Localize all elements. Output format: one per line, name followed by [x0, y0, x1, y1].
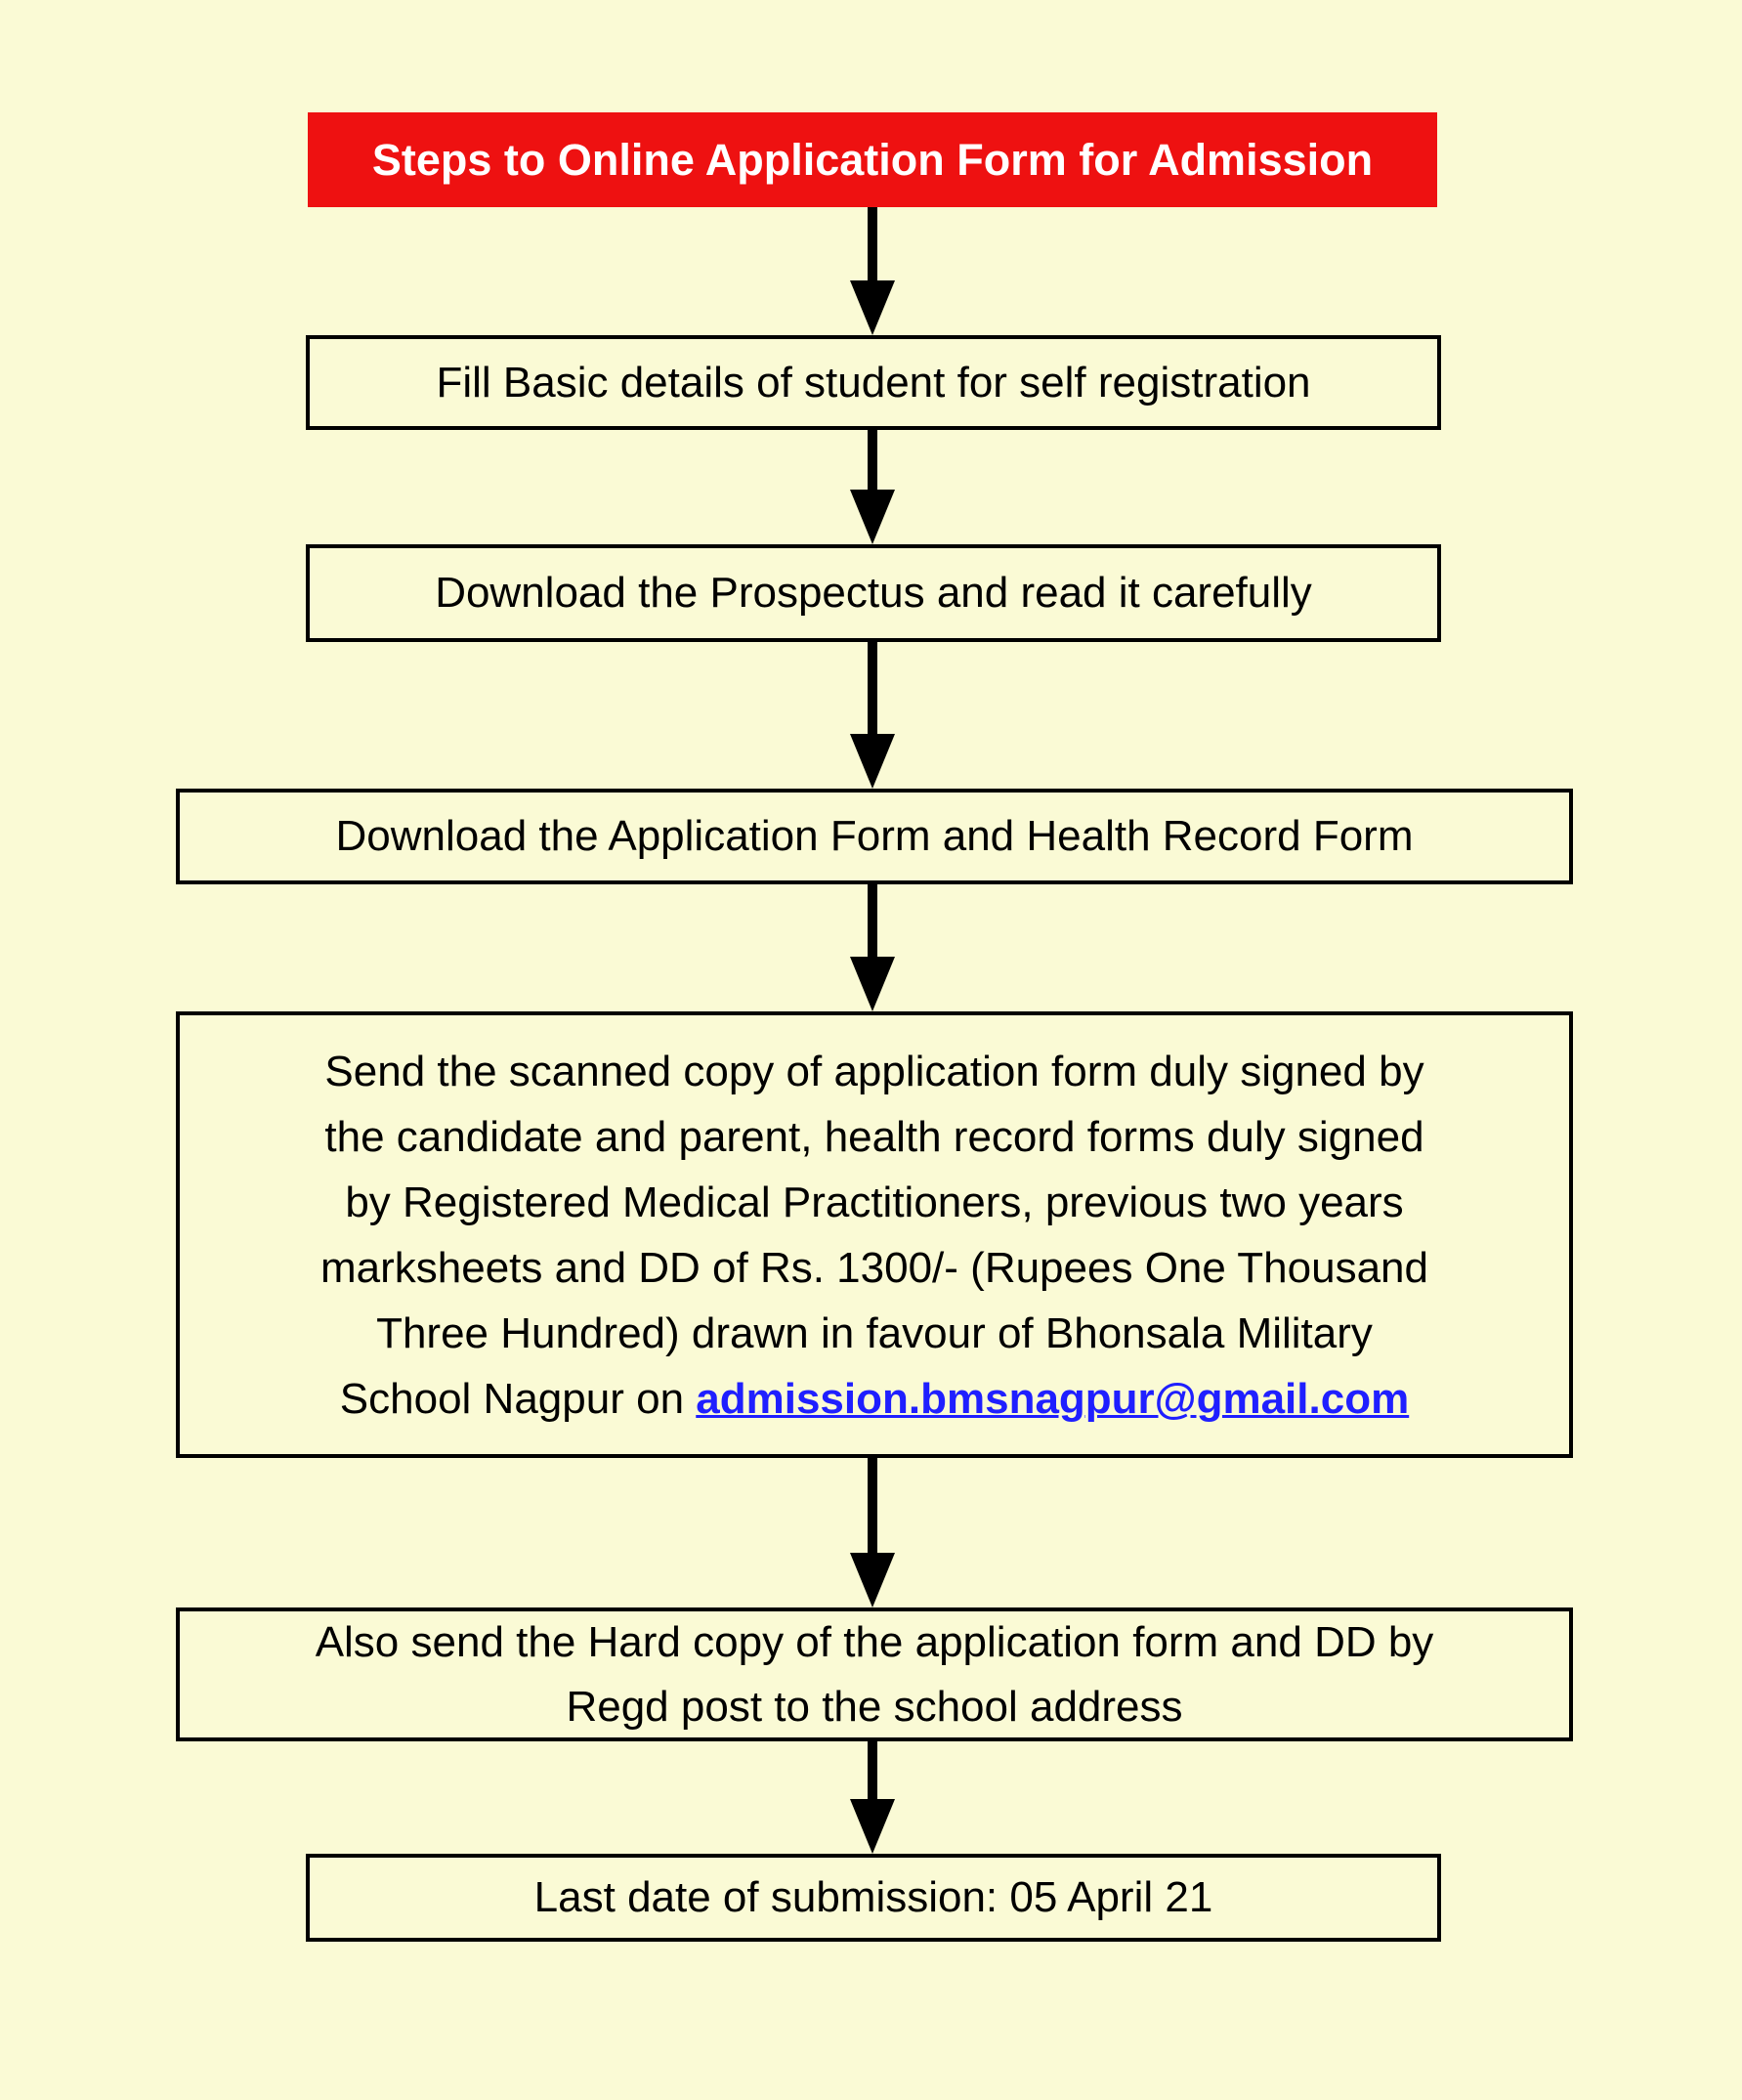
step-text-line: the candidate and parent, health record … [324, 1112, 1424, 1161]
arrow-shaft [868, 884, 877, 957]
arrow-head-icon [850, 280, 895, 335]
step-box-download-prospectus: Download the Prospectus and read it care… [306, 544, 1441, 642]
down-arrow-1 [850, 207, 895, 335]
step-box-send-hard-copy: Also send the Hard copy of the applicati… [176, 1607, 1573, 1741]
step-text-line: Send the scanned copy of application for… [324, 1047, 1424, 1095]
page-title: Steps to Online Application Form for Adm… [371, 134, 1374, 185]
arrow-head-icon [850, 957, 895, 1011]
down-arrow-4 [850, 884, 895, 1011]
arrow-head-icon [850, 734, 895, 789]
step-box-last-date: Last date of submission: 05 April 21 [306, 1854, 1441, 1942]
admission-email-link[interactable]: admission.bmsnagpur@gmail.com [696, 1374, 1410, 1423]
down-arrow-5 [850, 1458, 895, 1607]
arrow-shaft [868, 642, 877, 734]
step-text-line: School Nagpur on admission.bmsnagpur@gma… [340, 1366, 1409, 1432]
step-text-line: by Registered Medical Practitioners, pre… [345, 1178, 1404, 1226]
arrow-head-icon [850, 1799, 895, 1854]
down-arrow-2 [850, 430, 895, 544]
step-box-download-forms: Download the Application Form and Health… [176, 789, 1573, 884]
last-date-label: Last date of submission: 05 April 21 [533, 1873, 1213, 1921]
step-label: Fill Basic details of student for self r… [436, 358, 1311, 407]
step-label: Download the Prospectus and read it care… [435, 569, 1312, 617]
down-arrow-3 [850, 642, 895, 789]
arrow-shaft [868, 1458, 877, 1553]
step-text-line: Regd post to the school address [566, 1682, 1183, 1731]
arrow-shaft [868, 430, 877, 490]
step-label: Download the Application Form and Health… [335, 812, 1414, 860]
arrow-shaft [868, 207, 877, 280]
step-box-send-scanned-copy: Send the scanned copy of application for… [176, 1011, 1573, 1458]
step-text-line: Three Hundred) drawn in favour of Bhonsa… [376, 1308, 1373, 1357]
title-banner: Steps to Online Application Form for Adm… [308, 112, 1437, 207]
arrow-head-icon [850, 1553, 895, 1607]
email-line-prefix: School Nagpur on [339, 1374, 697, 1423]
down-arrow-6 [850, 1741, 895, 1854]
arrow-shaft [868, 1741, 877, 1799]
step-text-line: marksheets and DD of Rs. 1300/- (Rupees … [319, 1243, 1428, 1292]
step-text-line: Also send the Hard copy of the applicati… [315, 1617, 1434, 1666]
arrow-head-icon [850, 490, 895, 544]
step-box-fill-details: Fill Basic details of student for self r… [306, 335, 1441, 430]
